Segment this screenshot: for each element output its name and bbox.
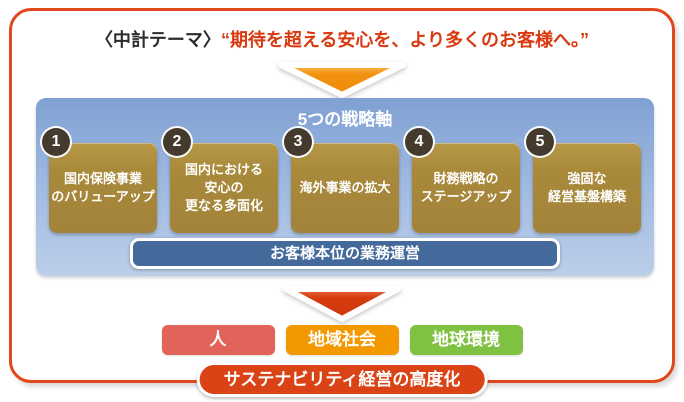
number-badge-2: 2 bbox=[163, 128, 191, 156]
strategy-box-4: 4 財務戦略の ステージアップ bbox=[405, 128, 520, 233]
header: 〈中計テーマ〉“期待を超える安心を、より多くのお客様へ。” bbox=[12, 29, 672, 51]
number-badge-3: 3 bbox=[284, 128, 312, 156]
strategy-box-3-label: 海外事業の拡大 bbox=[299, 179, 391, 195]
sustainability-banner: サステナビリティ経営の高度化 bbox=[196, 362, 488, 397]
strategy-box-3: 3 海外事業の拡大 bbox=[284, 128, 399, 233]
pill-environment: 地球環境 bbox=[409, 325, 523, 355]
strategy-panel: 5つの戦略軸 1 国内保険事業 のバリューアップ 2 国内における 安心の 更な… bbox=[36, 98, 654, 276]
down-arrow-red-icon bbox=[283, 286, 401, 322]
strategy-box-4-label: 財務戦略の ステージアップ bbox=[420, 170, 512, 204]
sustainability-pills-row: 人 地域社会 地球環境 bbox=[12, 325, 672, 355]
strategy-box-2-label: 国内における 安心の 更なる多面化 bbox=[184, 161, 263, 214]
pill-community: 地域社会 bbox=[285, 325, 399, 355]
header-slogan: “期待を超える安心を、より多くのお客様へ。” bbox=[220, 30, 590, 50]
strategy-box-5: 5 強固な 経営基盤構築 bbox=[526, 128, 641, 233]
diagram-frame: 〈中計テーマ〉“期待を超える安心を、より多くのお客様へ。” 5つの戦略軸 1 国… bbox=[9, 8, 675, 397]
header-label: 〈中計テーマ〉 bbox=[94, 30, 221, 50]
number-badge-1: 1 bbox=[42, 128, 70, 156]
strategy-boxes-row: 1 国内保険事業 のバリューアップ 2 国内における 安心の 更なる多面化 3 … bbox=[36, 128, 654, 233]
down-arrow-orange-icon bbox=[278, 62, 406, 98]
strategy-panel-title: 5つの戦略軸 bbox=[297, 110, 393, 129]
number-badge-4: 4 bbox=[405, 128, 433, 156]
strategy-box-1-label: 国内保険事業 のバリューアップ bbox=[51, 170, 155, 204]
strategy-box-2: 2 国内における 安心の 更なる多面化 bbox=[163, 128, 278, 233]
strategy-box-1: 1 国内保険事業 のバリューアップ bbox=[42, 128, 157, 233]
number-badge-5: 5 bbox=[526, 128, 554, 156]
customer-first-bar: お客様本位の業務運営 bbox=[130, 238, 560, 269]
pill-people: 人 bbox=[161, 325, 275, 355]
strategy-box-5-label: 強固な 経営基盤構築 bbox=[547, 170, 626, 204]
